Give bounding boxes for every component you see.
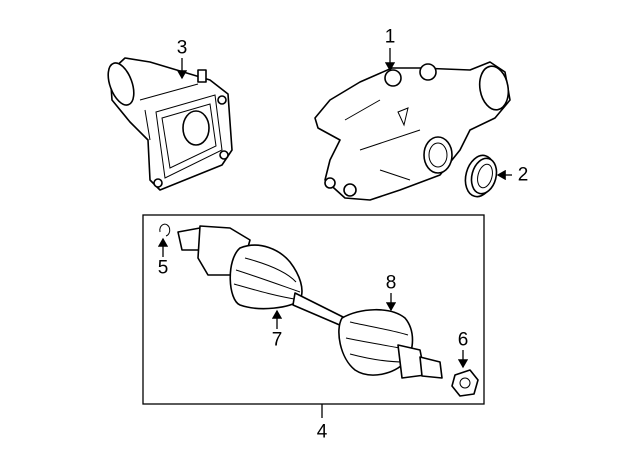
axle-shaft-part[interactable] [177,225,443,379]
snap-ring-part [159,223,171,237]
transfer-case-adapter-part[interactable] [103,57,233,191]
callout-6[interactable]: 6 [457,329,469,351]
callout-7[interactable]: 7 [271,329,283,351]
differential-housing-part[interactable] [314,61,512,201]
callout-5[interactable]: 5 [157,257,169,279]
callout-4[interactable]: 4 [316,421,328,443]
callout-2[interactable]: 2 [517,164,529,186]
callout-8[interactable]: 8 [385,272,397,294]
seal-part[interactable] [461,152,500,200]
nut-part[interactable] [451,369,479,397]
callout-1[interactable]: 1 [384,26,396,48]
leader-lines [157,48,512,418]
callout-3[interactable]: 3 [176,37,188,59]
assembly-4-box [142,214,485,405]
